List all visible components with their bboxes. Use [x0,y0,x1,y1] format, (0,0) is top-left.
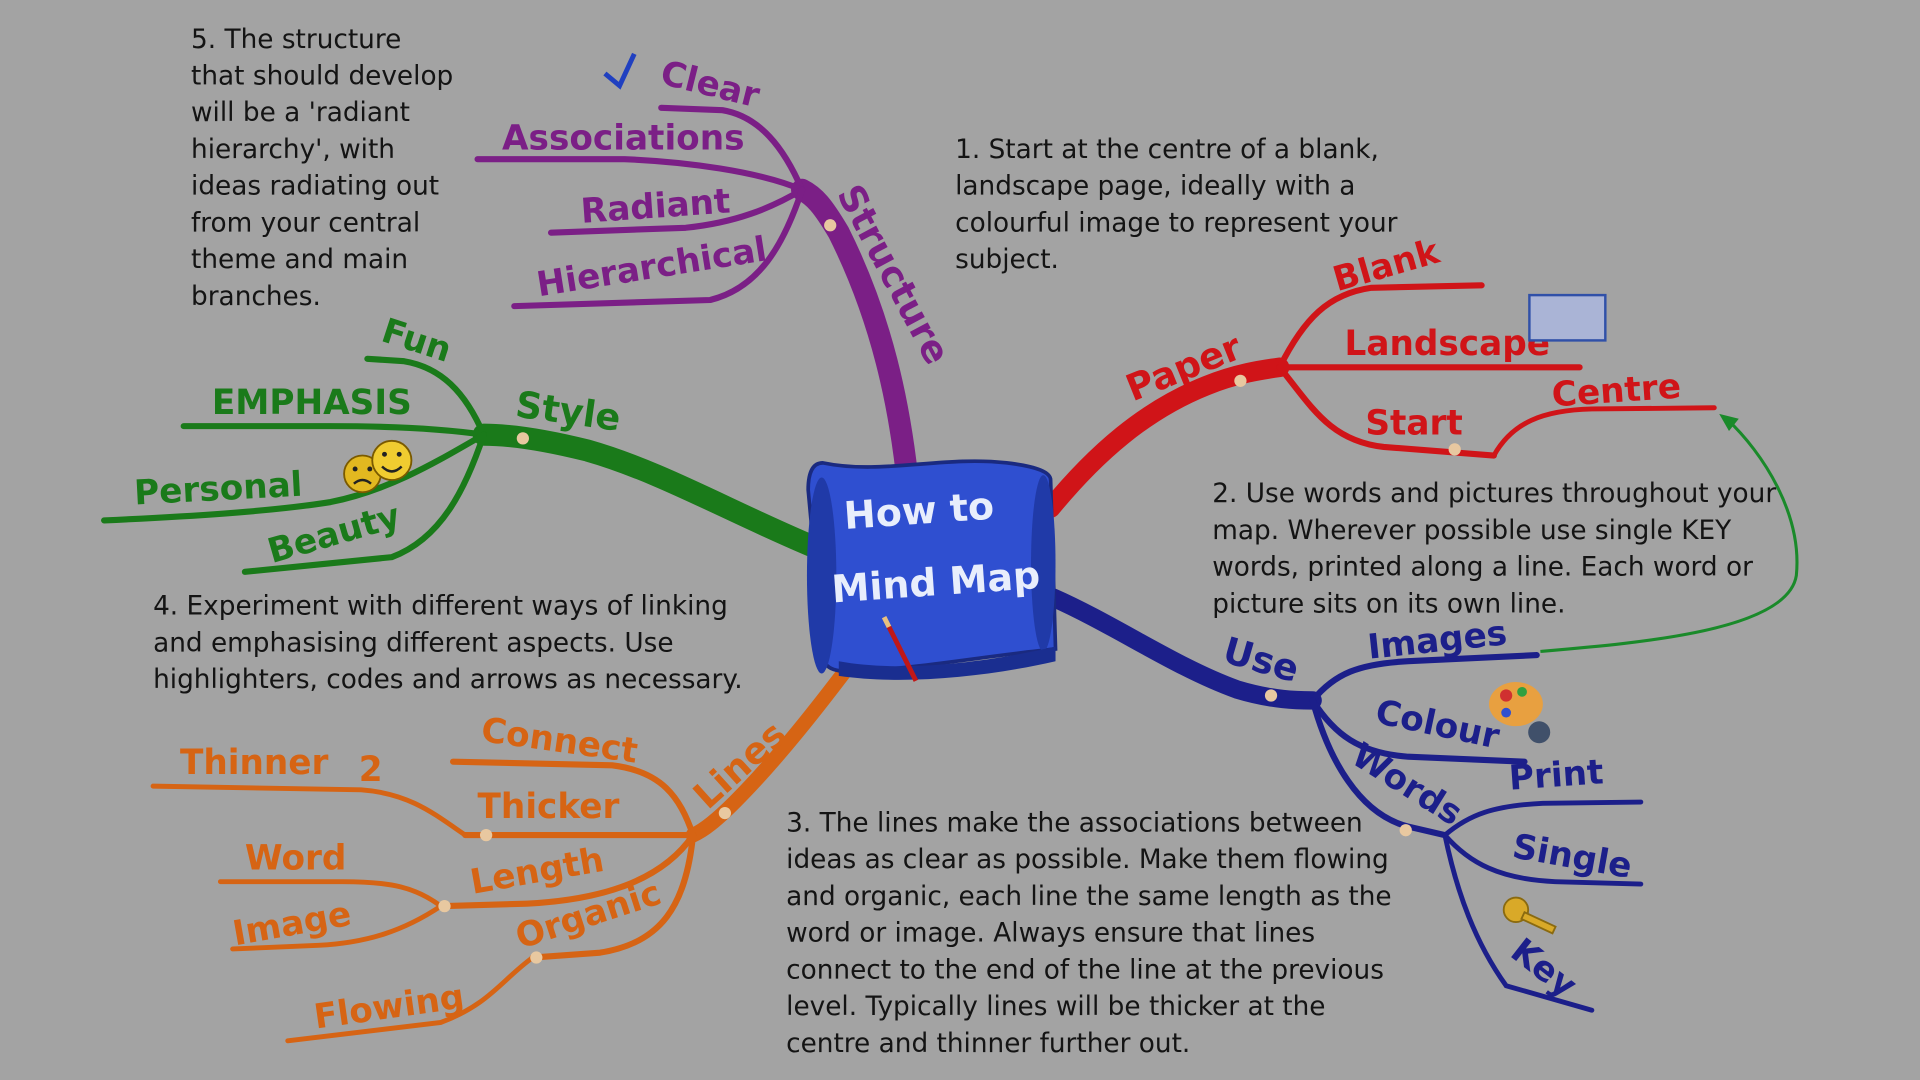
structure-line-clear [658,104,806,193]
organic-joint [530,951,543,964]
lines-line-flowing [285,955,536,1044]
use-line-print [1442,799,1644,838]
smiley-face-icon [371,439,413,481]
start-joint [1448,443,1461,456]
lines-line-image [230,903,444,952]
structure-joint [824,219,837,232]
checkmark-icon [603,52,637,90]
lines-line-word [217,879,444,909]
key-icon [1502,896,1557,935]
note-start: 1. Start at the centre of a blank, lands… [955,134,1398,276]
use-line-images [1309,652,1540,704]
sad-face-icon [343,454,382,494]
central-image: How to Mind Map [806,459,1058,682]
personal-label: Personal [133,465,303,514]
centre-label: Centre [1551,367,1683,416]
lines-main-line [685,647,865,843]
note-structure: 5. The structure that should develop wil… [191,24,454,313]
branch-paper [1040,282,1717,518]
branch-style [101,355,829,575]
structure-line-hierarchical [511,186,806,310]
lines-joint [718,806,732,820]
style-line-beauty [241,431,487,575]
style-joint [516,432,529,445]
use-main-line [1043,588,1322,710]
branch-structure [474,104,920,501]
structure-line-radiant [547,186,806,236]
note-experiment: 4. Experiment with different ways of lin… [153,591,743,696]
landscape-label: Landscape [1345,324,1550,364]
structure-main-line [791,178,920,501]
branch-use [1043,588,1644,1013]
words-joint [1399,824,1412,837]
style-line-emphasis [180,423,487,438]
use-joint [1264,689,1278,702]
length-label: Length [467,840,607,903]
palette-icon [1488,682,1551,744]
arrowhead-icon [1719,413,1739,432]
associations-label: Associations [502,118,744,158]
lines-line-thinner [150,783,468,838]
landscape-rectangle-icon [1528,293,1607,342]
word-label: Word [245,838,347,878]
scroll-curl-left [806,477,837,674]
thicker-joint [480,828,493,842]
use-line-words [1309,697,1448,839]
thinner-label: Thinner [180,743,329,783]
lines-line-connect [450,758,697,839]
lines-line-organic [529,832,697,961]
paper-joint [1234,374,1247,387]
length-joint [438,900,451,913]
scroll-curl-right [1031,475,1056,652]
thicker-label: Thicker [478,787,620,827]
paper-line-centre [1491,405,1717,458]
style-main-line [472,423,829,560]
structure-line-associations [474,156,806,193]
style-line-fun [364,355,487,438]
use-line-key [1442,832,1595,1013]
center-title-line1: How to [842,484,995,538]
print-label: Print [1508,752,1605,798]
colour-label: Colour [1372,692,1503,757]
pencil-icon [881,616,919,682]
use-line-single [1442,832,1644,887]
scroll-bottom-roll [838,646,1056,680]
branch-lines [150,647,865,1044]
paper-line-start [1276,364,1497,459]
note-lines: 3. The lines make the associations betwe… [786,808,1392,1060]
note-words-pictures: 2. Use words and pictures throughout you… [1212,478,1777,620]
paper-line-blank [1276,282,1485,371]
start-label: Start [1365,404,1462,444]
thinner-number-label: 2 [359,750,383,790]
connector-arrow [1540,417,1799,653]
use-line-colour [1309,697,1528,765]
paper-main-line [1040,357,1290,518]
style-line-personal [101,431,487,524]
lines-line-length [437,832,697,910]
emphasis-label: EMPHASIS [212,383,412,423]
